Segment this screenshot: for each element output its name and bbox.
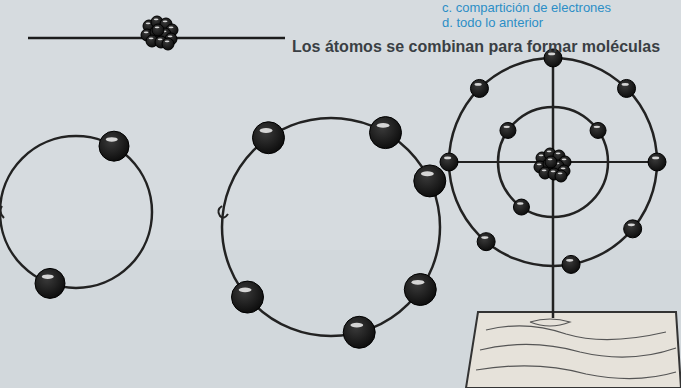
electron-ring [0, 136, 152, 288]
outer-shell [449, 58, 657, 266]
electron-ball [99, 131, 129, 161]
electrons [35, 131, 129, 298]
inner-shell [498, 107, 608, 217]
ball-highlight [517, 202, 523, 204]
ball-highlight [475, 83, 482, 86]
electron-ball [500, 122, 516, 138]
ball-highlight [628, 223, 635, 226]
electron-ball [404, 274, 436, 306]
ball-highlight [652, 157, 659, 160]
ball-highlight [594, 126, 600, 128]
electron-ball [440, 153, 458, 171]
electron-ball [624, 220, 642, 238]
ball-highlight [562, 158, 567, 160]
ball-highlight [539, 154, 544, 156]
electron-ball [162, 38, 174, 50]
electron-ball [35, 268, 65, 298]
nucleus-cluster [534, 148, 571, 182]
ball-highlight [411, 280, 424, 285]
ball-highlight [42, 274, 54, 279]
section-heading: Los átomos se combinan para formar moléc… [292, 38, 660, 56]
ball-highlight [149, 37, 154, 39]
ball-highlight [155, 26, 160, 28]
electron-ball [232, 281, 264, 313]
answer-option: d. todo lo anterior [442, 16, 543, 30]
ball-highlight [168, 35, 173, 37]
nucleus-cluster [141, 16, 178, 50]
electron-ball [343, 316, 375, 348]
wooden-base [466, 312, 681, 388]
electron-ball [562, 255, 580, 273]
ball-highlight [165, 40, 170, 42]
wire-hook [0, 206, 4, 218]
electron-ball [648, 153, 666, 171]
electron-ball [152, 24, 164, 36]
ball-highlight [239, 287, 252, 292]
electrons [440, 49, 666, 273]
ball-highlight [154, 18, 159, 20]
electron-ball [618, 79, 636, 97]
electron-ball [555, 170, 567, 182]
ball-highlight [542, 169, 547, 171]
paper-shade [0, 250, 681, 388]
answer-option: c. compartición de electrones [442, 1, 611, 15]
electron-ball [370, 117, 402, 149]
ball-highlight [377, 123, 390, 128]
electron-ring [222, 118, 440, 336]
electron-ball [470, 79, 488, 97]
heading-patch [289, 37, 663, 57]
electron-ball [513, 199, 529, 215]
wood-grain [476, 319, 676, 379]
ball-highlight [169, 26, 174, 28]
stand-rod [552, 66, 555, 318]
ball-highlight [421, 171, 434, 176]
ball-highlight [481, 236, 488, 239]
ball-highlight [566, 259, 573, 262]
ball-highlight [558, 172, 563, 174]
ball-highlight [444, 157, 451, 160]
electron-ball [590, 122, 606, 138]
electron-ball [414, 165, 446, 197]
electrons [232, 117, 446, 349]
ball-highlight [146, 22, 151, 24]
ball-highlight [144, 31, 149, 33]
ball-highlight [561, 167, 566, 169]
ball-highlight [548, 158, 553, 160]
ball-highlight [622, 83, 629, 86]
ball-highlight [504, 126, 510, 128]
ball-highlight [260, 128, 273, 133]
electron-ball [545, 156, 557, 168]
ball-highlight [547, 150, 552, 152]
ball-highlight [158, 38, 163, 40]
ball-highlight [106, 137, 118, 142]
electron-ball [252, 122, 284, 154]
wire-hook [218, 206, 228, 218]
ball-highlight [163, 20, 168, 22]
ball-highlight [556, 152, 561, 154]
electron-ball [477, 233, 495, 251]
ball-highlight [551, 170, 556, 172]
ball-highlight [350, 323, 363, 328]
ball-highlight [537, 163, 542, 165]
